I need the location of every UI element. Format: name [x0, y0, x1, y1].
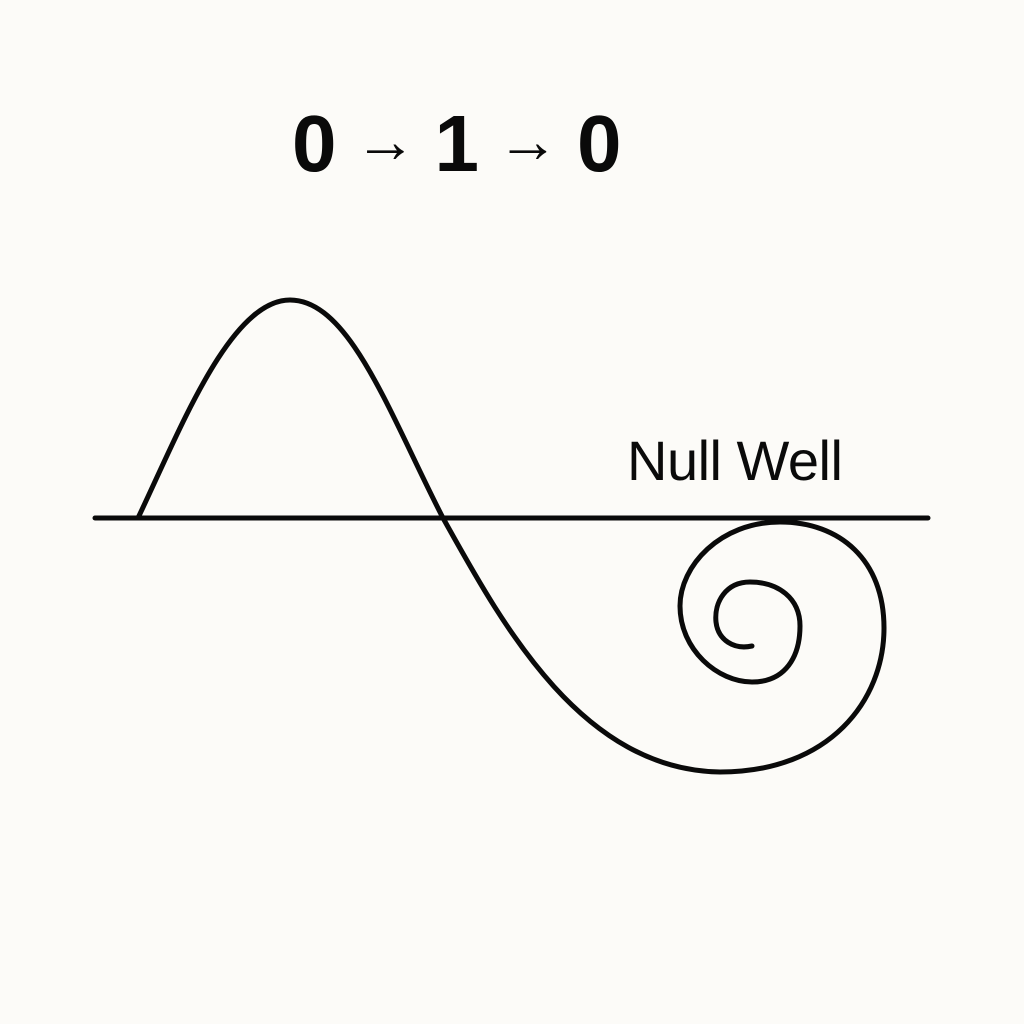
transition-title: 0 → 1 → 0 [292, 104, 622, 184]
title-arrow-icon: → [497, 107, 559, 176]
wave-crest [135, 297, 446, 521]
title-arrow-icon: → [354, 107, 417, 176]
title-middle-state: 1 [434, 99, 480, 188]
title-start-state: 0 [292, 99, 337, 188]
wave-descent-spiral [440, 515, 887, 775]
title-end-state: 0 [577, 99, 622, 188]
null-well-label: Null Well [627, 429, 843, 492]
